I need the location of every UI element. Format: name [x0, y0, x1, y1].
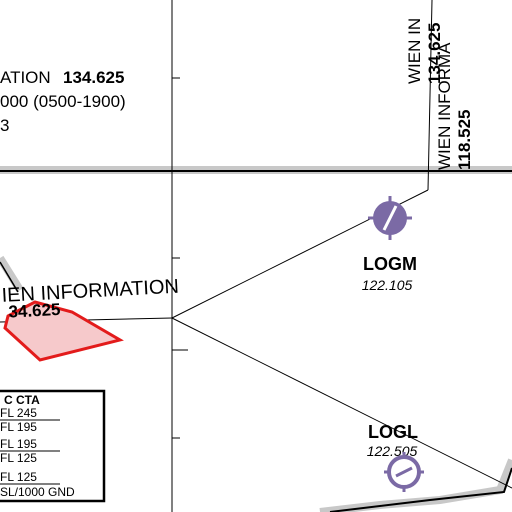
vertical-label-2-freq: 118.525	[455, 109, 474, 170]
cta-row-1-upper: FL 245	[0, 406, 37, 420]
top-left-sector-freq: 134.625	[63, 68, 124, 87]
top-left-hours: 000 (0500-1900)	[0, 92, 126, 111]
vertical-label-2-name: WIEN INFORMA	[435, 42, 454, 170]
restricted-area	[3, 300, 124, 362]
top-left-sector-name: ATION	[0, 68, 51, 87]
cta-row-2-lower: FL 125	[0, 451, 37, 465]
cta-row-3-upper: FL 125	[0, 470, 37, 484]
sector-label-freq: 34.625	[8, 300, 61, 322]
cta-row-2-upper: FL 195	[0, 437, 37, 451]
logm-freq: 122.105	[362, 277, 413, 293]
logl-vor-icon[interactable]	[384, 452, 424, 492]
cta-row-1-lower: FL 195	[0, 420, 37, 434]
logm-vor-icon[interactable]	[368, 196, 412, 240]
vertical-label-1-name: WIEN IN	[405, 18, 424, 84]
vertical-label-1-freq: 134.625	[425, 23, 444, 84]
cta-title: C CTA	[4, 393, 40, 407]
logl-id: LOGL	[368, 422, 418, 442]
fir-boundary	[0, 166, 512, 512]
cta-box: C CTA FL 245 FL 195 FL 195 FL 125 FL 125…	[0, 389, 106, 503]
logm-id: LOGM	[363, 254, 417, 274]
top-left-line3: 3	[0, 116, 9, 135]
cta-row-3-lower: SL/1000 GND	[0, 485, 75, 499]
